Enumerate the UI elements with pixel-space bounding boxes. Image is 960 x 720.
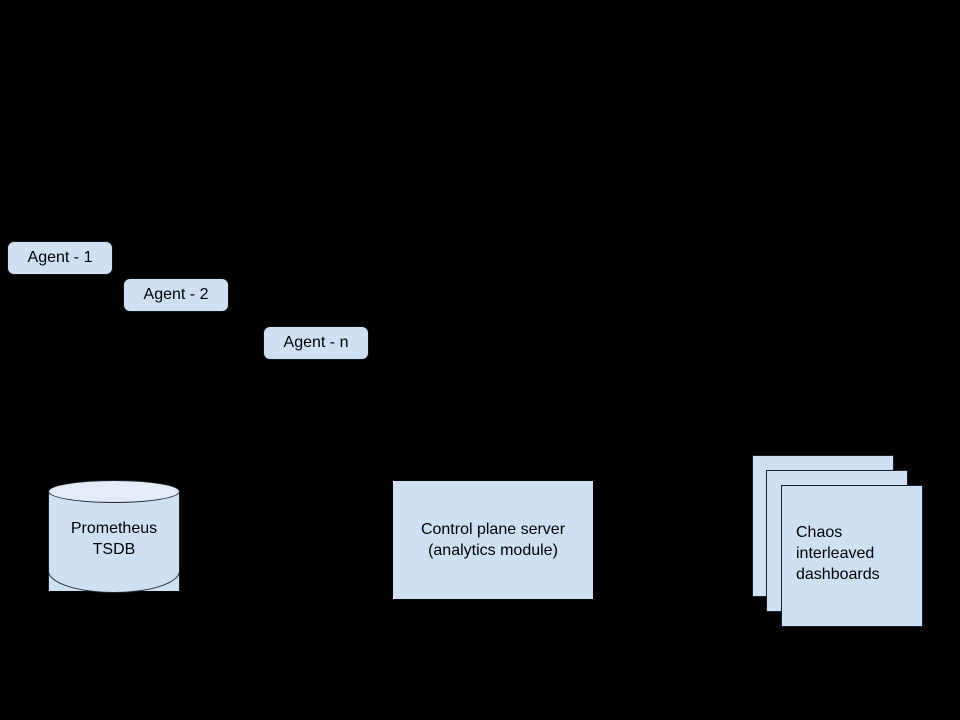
agent-1-label: Agent - 1: [27, 249, 93, 266]
agent-n-label: Agent - n: [283, 334, 349, 351]
node-control-plane-server[interactable]: Control plane server (analytics module): [393, 481, 593, 599]
node-agent-1[interactable]: Agent - 1: [7, 241, 113, 275]
chaos-dashboards-label: Chaos interleaved dashboards: [796, 524, 880, 583]
dashboard-card-front[interactable]: Chaos interleaved dashboards: [781, 485, 923, 627]
prometheus-tsdb-label: Prometheus TSDB: [70, 520, 158, 558]
node-prometheus-tsdb[interactable]: Prometheus TSDB: [48, 480, 180, 602]
node-agent-n[interactable]: Agent - n: [263, 326, 369, 360]
cylinder-top-ellipse: [48, 480, 180, 503]
node-chaos-interleaved-dashboards[interactable]: Chaos interleaved dashboards: [752, 455, 923, 627]
node-agent-2[interactable]: Agent - 2: [123, 278, 229, 312]
control-plane-server-label: Control plane server (analytics module): [420, 521, 566, 559]
agent-2-label: Agent - 2: [143, 286, 209, 303]
